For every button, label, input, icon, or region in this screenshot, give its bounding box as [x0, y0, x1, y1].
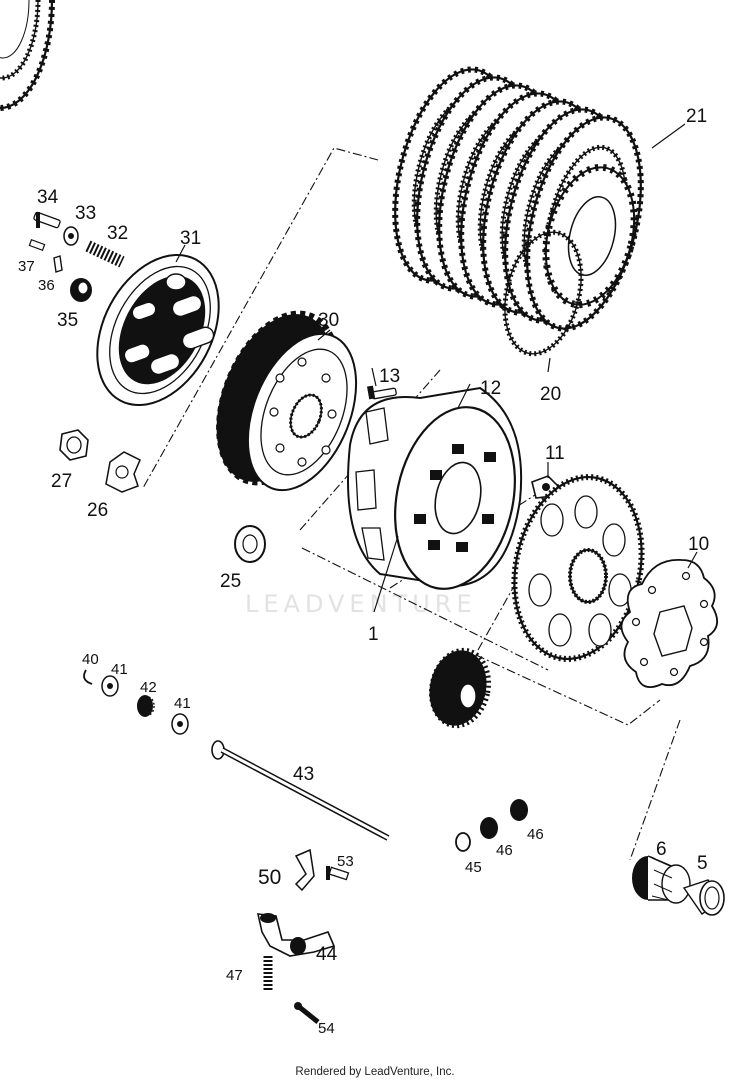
callout-34: 34	[37, 187, 59, 208]
callout-31: 31	[180, 228, 201, 249]
callout-26: 26	[87, 500, 108, 521]
callout-46b: 46	[496, 842, 513, 859]
callout-33: 33	[75, 203, 96, 224]
callout-20: 20	[540, 384, 561, 405]
nut-35	[70, 278, 92, 302]
callout-12: 12	[480, 378, 501, 399]
callout-41b: 41	[174, 695, 191, 712]
callout-46a: 46	[527, 826, 544, 843]
footer-credit: Rendered by LeadVenture, Inc.	[295, 1066, 454, 1078]
callout-45: 45	[465, 859, 482, 876]
disc-instances	[375, 58, 660, 357]
bracket-50	[294, 848, 315, 892]
screw-54	[294, 1002, 320, 1024]
damper-plate-10	[620, 559, 718, 688]
needle-bearings-46-45	[455, 799, 528, 852]
callout-30: 30	[318, 310, 339, 331]
callout-36: 36	[38, 277, 55, 294]
drive-gear-small	[428, 647, 492, 729]
thrust-washer-25	[234, 525, 266, 563]
callout-47: 47	[226, 967, 243, 984]
clutch-disc-stack	[0, 0, 55, 111]
screw-34	[33, 211, 61, 229]
callout-21: 21	[686, 106, 707, 127]
push-rod-43	[211, 740, 390, 841]
screw-37	[28, 239, 46, 251]
callout-11: 11	[545, 443, 565, 464]
callout-32: 32	[107, 223, 128, 244]
release-lever-44	[256, 913, 336, 957]
circlip-40	[83, 669, 93, 685]
needle-bearing-6	[632, 855, 691, 904]
callout-41a: 41	[111, 661, 128, 678]
callout-10: 10	[688, 534, 709, 555]
pressure-plate	[96, 253, 220, 407]
callout-40: 40	[82, 651, 99, 668]
callout-27: 27	[51, 471, 72, 492]
callout-labels: 34 33 32 31 37 36 35 30 13 12 20 21 11 2…	[18, 106, 709, 1037]
callout-1: 1	[368, 624, 379, 645]
spring-32	[85, 240, 125, 268]
callout-6: 6	[656, 839, 667, 860]
callout-53: 53	[337, 853, 354, 870]
primary-driven-gear	[511, 474, 645, 662]
watermark: LEADVENTURE	[245, 590, 477, 618]
bolt-13	[367, 385, 397, 400]
leader-lines	[175, 123, 698, 613]
ball-bearing-42	[137, 695, 155, 717]
callout-44: 44	[316, 944, 338, 965]
callout-13: 13	[379, 366, 400, 387]
screw-53	[326, 866, 350, 881]
callout-54: 54	[318, 1020, 335, 1037]
nut-27	[59, 429, 89, 461]
callout-42: 42	[140, 679, 157, 696]
callout-5: 5	[697, 853, 708, 874]
callout-35: 35	[57, 310, 78, 331]
callout-43: 43	[293, 764, 314, 785]
lock-washer-26	[105, 451, 141, 493]
bushing-5	[682, 879, 725, 916]
clutch-basket	[347, 386, 523, 590]
callout-50: 50	[258, 866, 281, 889]
washer-41a	[101, 675, 119, 697]
callout-25: 25	[220, 571, 241, 592]
inner-clutch-hub	[216, 310, 358, 492]
clip-36	[53, 255, 63, 273]
washer-41b	[171, 713, 189, 735]
washer-33	[63, 226, 79, 246]
callout-37: 37	[18, 258, 35, 275]
